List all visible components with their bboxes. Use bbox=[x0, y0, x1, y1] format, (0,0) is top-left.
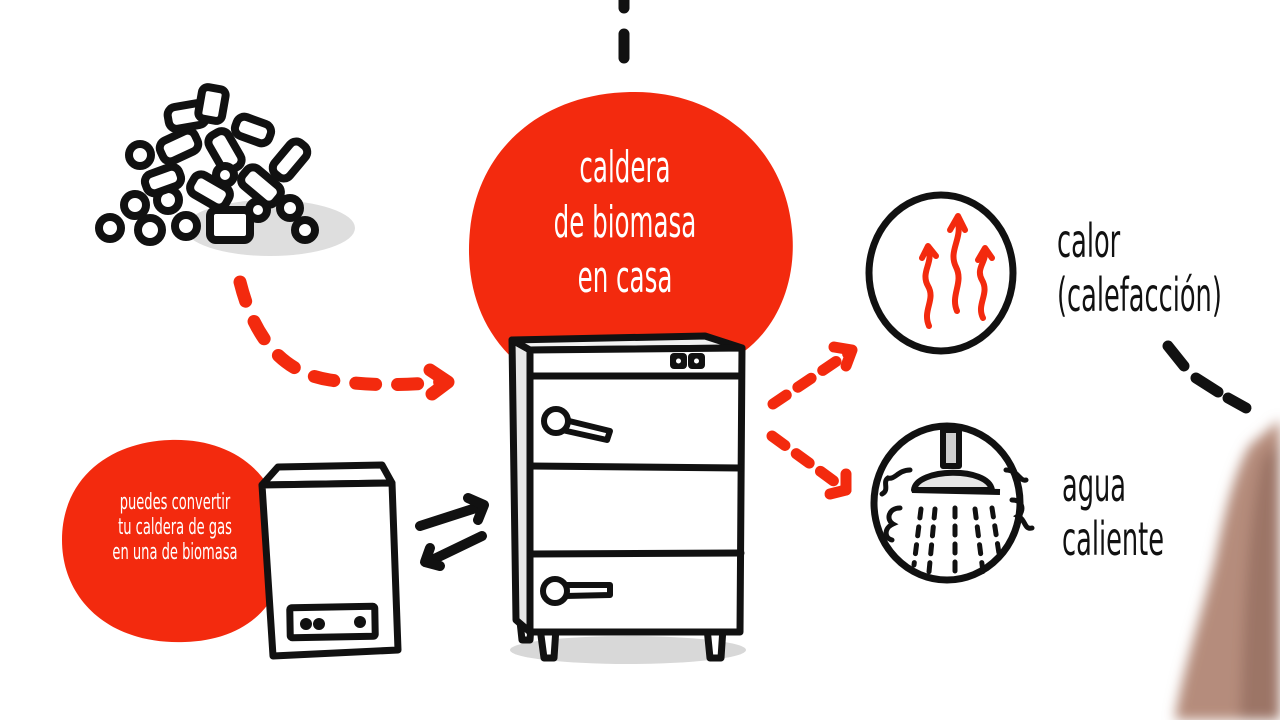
right-dashed-connector bbox=[1162, 340, 1252, 414]
heat-label: calor (calefacción) bbox=[1057, 214, 1222, 322]
heat-label-line-1: calor bbox=[1057, 214, 1121, 268]
water-label: agua caliente bbox=[1062, 458, 1164, 566]
center-line-3: en casa bbox=[577, 252, 673, 303]
exchange-arrows-icon bbox=[415, 493, 489, 571]
output-arrows bbox=[766, 341, 858, 500]
shower-icon bbox=[870, 422, 1035, 584]
biomass-pellets-icon bbox=[95, 83, 355, 256]
water-label-line-1: agua bbox=[1062, 458, 1127, 512]
heat-label-line-2: (calefacción) bbox=[1057, 268, 1222, 322]
gas-line-2: tu caldera de gas bbox=[118, 515, 232, 540]
biomass-boiler-icon bbox=[508, 332, 746, 664]
fuel-to-boiler-arrow bbox=[233, 275, 455, 401]
gas-line-3: en una de biomasa bbox=[112, 540, 238, 565]
center-line-1: caldera bbox=[579, 142, 671, 193]
center-bubble-title: caldera de biomasa en casa bbox=[548, 140, 703, 305]
center-line-2: de biomasa bbox=[553, 197, 697, 248]
center-red-bubble bbox=[468, 91, 793, 365]
gas-bubble-caption: puedes convertir tu caldera de gas en un… bbox=[99, 490, 251, 565]
water-label-line-2: caliente bbox=[1062, 512, 1164, 566]
heat-waves-icon bbox=[865, 191, 1017, 355]
gas-boiler-buttons bbox=[300, 616, 366, 630]
gas-red-bubble bbox=[62, 439, 286, 643]
gas-line-1: puedes convertir bbox=[119, 490, 231, 515]
gas-boiler-icon bbox=[258, 461, 402, 660]
presenter-hand bbox=[1175, 420, 1280, 720]
